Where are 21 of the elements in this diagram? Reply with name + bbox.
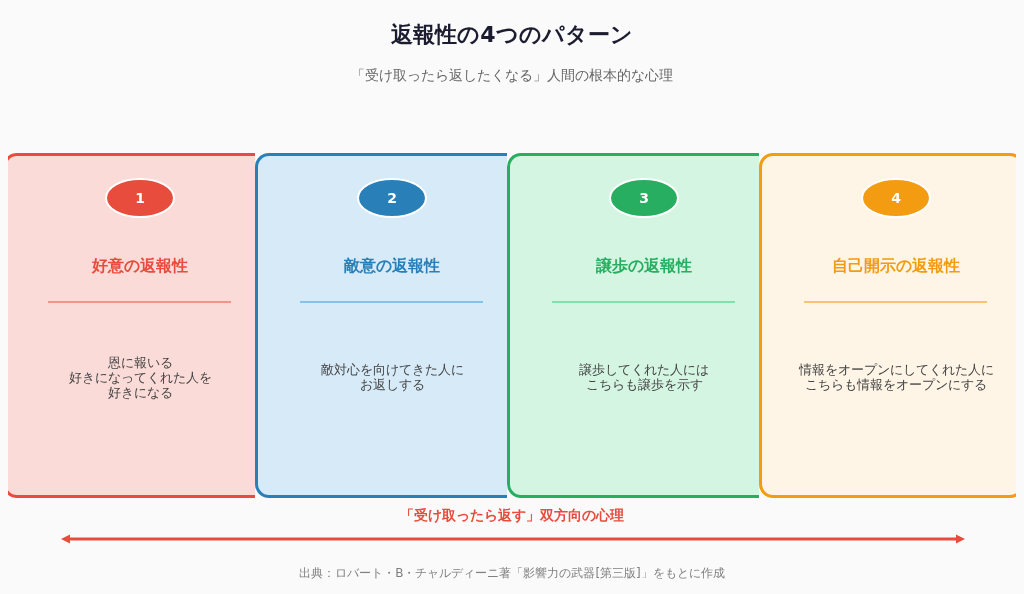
card-description: 敵対心を向けてきた人にお返しする bbox=[319, 362, 465, 392]
card-title: 好意の返報性 bbox=[92, 256, 188, 276]
pattern-card bbox=[8, 153, 255, 498]
card-title: 自己開示の返報性 bbox=[832, 256, 960, 276]
summary-label: 「受け取ったら返す」双方向の心理 bbox=[400, 507, 624, 525]
number-badge: 3 bbox=[609, 178, 679, 218]
card-title: 譲歩の返報性 bbox=[596, 256, 692, 276]
diagram-title: 返報性の4つのパターン bbox=[391, 21, 633, 49]
card-description: 譲歩してくれた人にはこちらも譲歩を示す bbox=[578, 362, 710, 392]
source-note: 出典：ロバート・B・チャルディーニ著「影響力の武器[第三版]」をもとに作成 bbox=[299, 564, 725, 582]
number-badge: 2 bbox=[357, 178, 427, 218]
card-description: 好きになってくれた人を好きになる bbox=[67, 369, 213, 400]
pattern-card bbox=[759, 153, 1016, 498]
number-badge: 4 bbox=[861, 178, 931, 218]
pattern-card bbox=[507, 153, 759, 498]
subtitle: 「受け取ったら返したくなる」人間の根本的な心理 bbox=[351, 67, 673, 85]
card-description: 情報をオープンにしてくれた人にこちらも情報をオープンにする bbox=[797, 362, 995, 392]
pattern-card bbox=[255, 153, 507, 498]
card-title: 敵意の返報性 bbox=[344, 256, 440, 276]
card-description: 恩に報いる bbox=[107, 354, 173, 370]
number-badge: 1 bbox=[105, 178, 175, 218]
